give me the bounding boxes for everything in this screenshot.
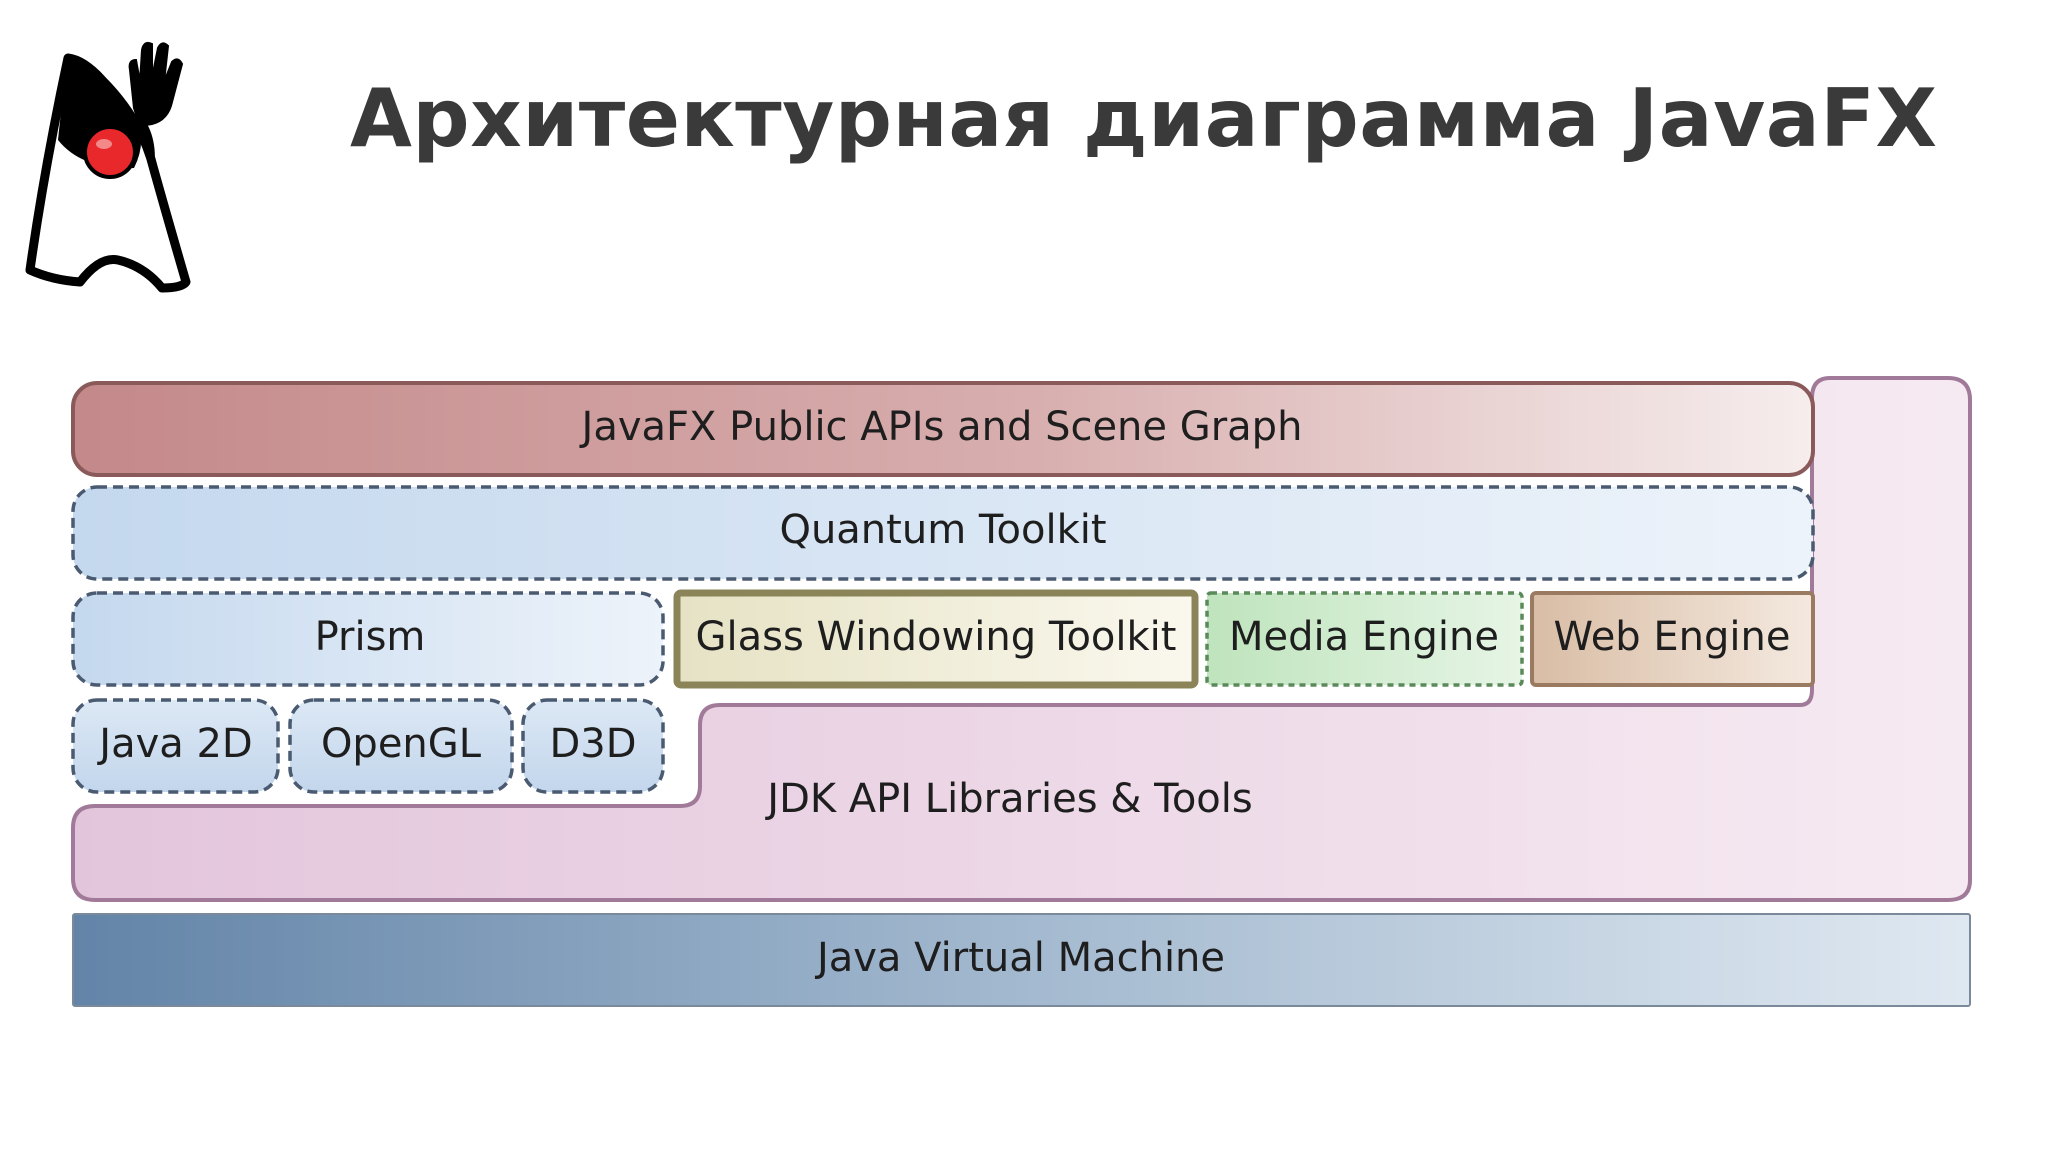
media-engine-label: Media Engine	[1229, 614, 1499, 660]
opengl-label: OpenGL	[321, 721, 482, 767]
slide-title: Архитектурная диаграмма JavaFX	[350, 72, 1938, 165]
public-apis-layer-label: JavaFX Public APIs and Scene Graph	[579, 404, 1303, 450]
d3d-label: D3D	[549, 721, 636, 767]
public-apis-layer-box	[71, 381, 1815, 477]
d3d-box	[521, 698, 665, 794]
java-duke-mascot-icon	[25, 41, 191, 293]
jvm-layer-box	[72, 913, 1971, 1007]
web-engine-box	[1530, 591, 1815, 687]
quantum-toolkit-label: Quantum Toolkit	[779, 507, 1106, 553]
jdk-layer-label: JDK API Libraries & Tools	[764, 776, 1252, 822]
jvm-layer-label: Java Virtual Machine	[814, 935, 1225, 981]
glass-windowing-toolkit-label: Glass Windowing Toolkit	[696, 614, 1177, 660]
prism-box	[71, 591, 665, 687]
java2d-label: Java 2D	[96, 721, 252, 767]
opengl-box	[288, 698, 514, 794]
jdk-layer-box	[71, 376, 1972, 902]
glass-windowing-toolkit-box	[673, 589, 1199, 689]
web-engine-label: Web Engine	[1553, 614, 1790, 660]
java2d-box	[71, 698, 280, 794]
quantum-toolkit-box	[71, 485, 1815, 581]
prism-label: Prism	[315, 614, 426, 660]
media-engine-box	[1205, 591, 1524, 687]
